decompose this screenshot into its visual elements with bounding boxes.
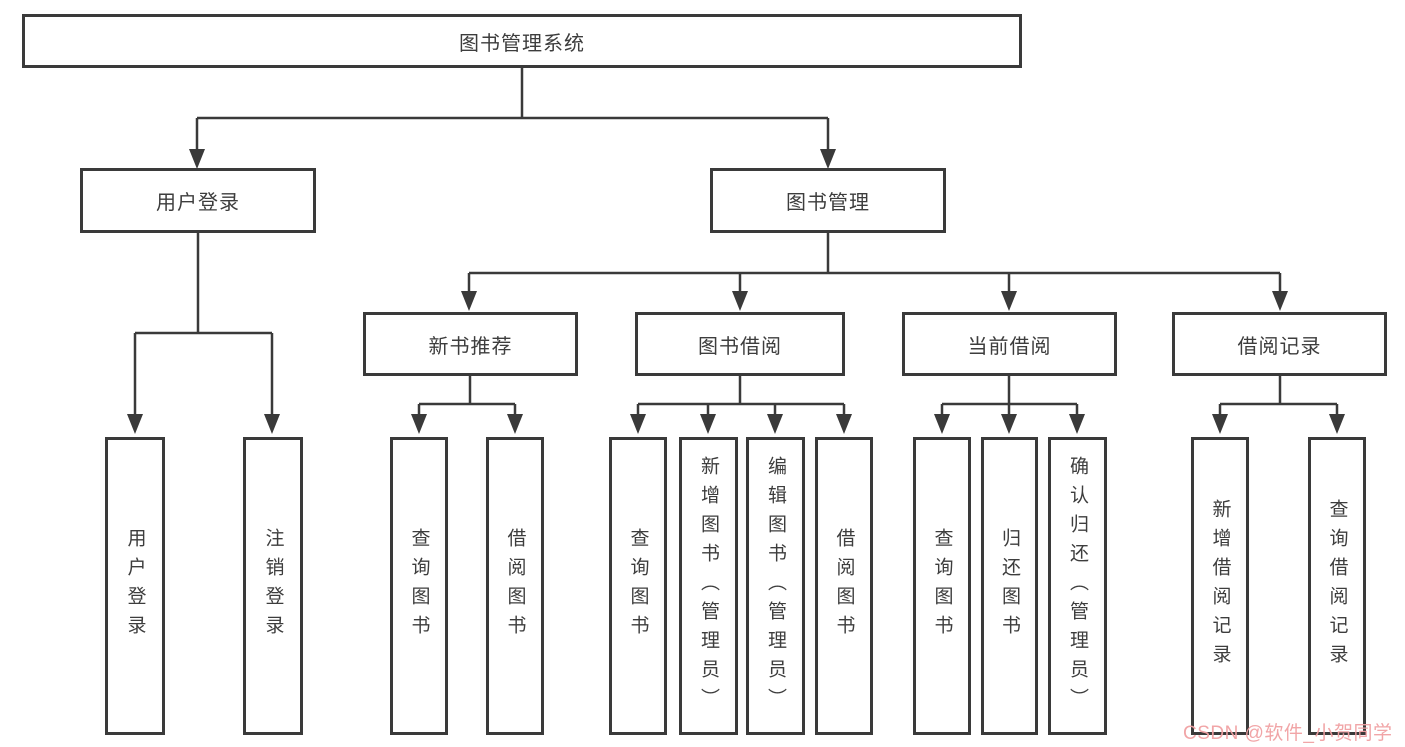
leaf-query-books-borrow: 查询图书 [609,437,667,735]
leaf-add-borrow-record-label: 新增借阅记录 [1209,499,1231,673]
node-borrow-records-label: 借阅记录 [1237,335,1322,358]
node-user-login-label: 用户登录 [156,192,240,214]
leaf-confirm-return-admin-label: 确认归还（管理员） [1067,455,1088,717]
node-book-borrow: 图书借阅 [635,312,845,376]
leaf-edit-book-admin: 编辑图书（管理员） [746,437,805,735]
node-user-login: 用户登录 [80,168,316,233]
node-new-book-recommend-label: 新书推荐 [428,335,513,358]
leaf-logout-label: 注销登录 [262,528,284,644]
leaf-logout: 注销登录 [243,437,303,735]
leaf-query-books-borrow-label: 查询图书 [627,528,649,644]
node-borrow-records: 借阅记录 [1172,312,1387,376]
leaf-add-book-admin-label: 新增图书（管理员） [698,455,719,717]
leaf-add-book-admin: 新增图书（管理员） [679,437,738,735]
connector-new-book-recommend [417,375,517,418]
node-current-borrow-label: 当前借阅 [967,335,1052,358]
leaf-query-books-recommend-label: 查询图书 [408,528,430,644]
node-current-borrow: 当前借阅 [902,312,1117,376]
leaf-borrow-books-label: 借阅图书 [833,528,855,644]
leaf-borrow-books-recommend: 借阅图书 [486,437,544,735]
leaf-return-books-label: 归还图书 [999,528,1020,644]
connector-current-borrow [940,375,1079,418]
node-book-management-label: 图书管理 [786,192,870,214]
leaf-return-books: 归还图书 [981,437,1038,735]
connector-borrow-records [1218,375,1339,418]
leaf-confirm-return-admin: 确认归还（管理员） [1048,437,1107,735]
leaf-user-login-label: 用户登录 [124,528,146,644]
leaf-query-books-recommend: 查询图书 [390,437,448,735]
connector-book-management [467,232,1282,295]
connector-root [195,67,830,152]
leaf-user-login: 用户登录 [105,437,165,735]
leaf-query-borrow-record: 查询借阅记录 [1308,437,1366,735]
node-new-book-recommend: 新书推荐 [363,312,578,376]
leaf-query-books-current: 查询图书 [913,437,971,735]
leaf-query-borrow-record-label: 查询借阅记录 [1326,499,1348,673]
connector-user-login [133,232,274,418]
connector-book-borrow [636,375,846,418]
leaf-borrow-books: 借阅图书 [815,437,873,735]
node-library-management-system-label: 图书管理系统 [459,32,585,55]
node-book-management: 图书管理 [710,168,946,233]
node-library-management-system: 图书管理系统 [22,14,1022,68]
leaf-query-books-current-label: 查询图书 [931,528,953,644]
leaf-borrow-books-recommend-label: 借阅图书 [504,528,526,644]
node-book-borrow-label: 图书借阅 [698,335,782,358]
leaf-add-borrow-record: 新增借阅记录 [1191,437,1249,735]
arrowheads [127,149,1345,434]
leaf-edit-book-admin-label: 编辑图书（管理员） [765,455,786,717]
watermark: CSDN @软件_小贺同学 [1183,723,1393,744]
